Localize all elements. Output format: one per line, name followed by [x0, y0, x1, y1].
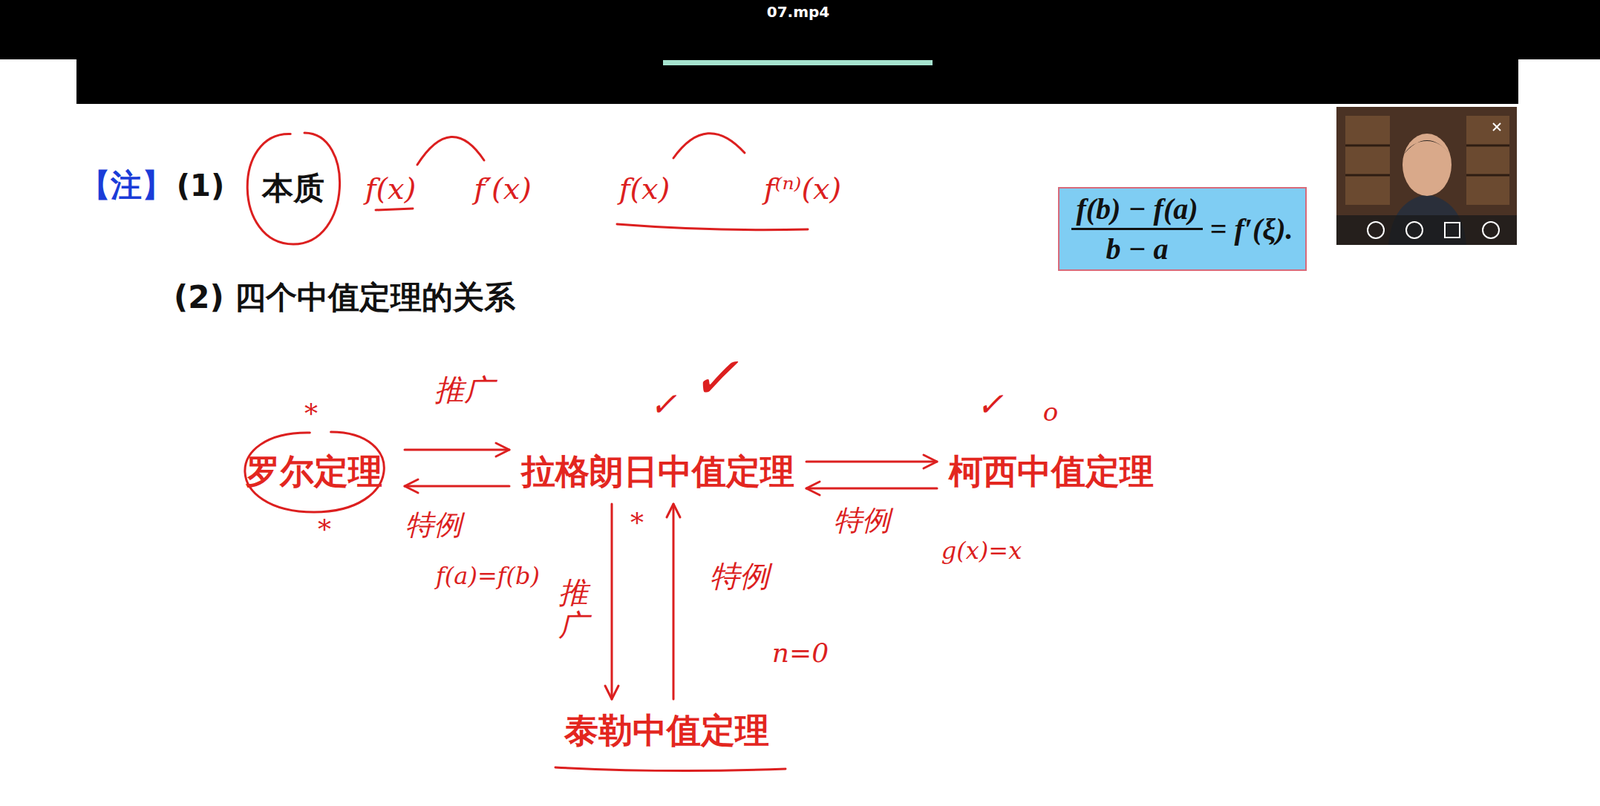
item-number: (1): [176, 168, 225, 203]
star-mark: *: [630, 507, 644, 539]
edge-label: 推广: [558, 576, 589, 642]
node-text: 柯西中值定理: [948, 449, 1154, 496]
shelf-line: [1466, 174, 1510, 177]
node-text-group: 本质: [262, 167, 325, 210]
handwritten-condition: g(x)=x: [941, 537, 1022, 566]
handwritten-formula: f(x): [619, 171, 671, 206]
node-text-group: 罗尔定理: [245, 449, 383, 496]
node-text: 拉格朗日中值定理: [521, 449, 795, 496]
hand-circle-stroke: [245, 432, 384, 513]
check-mark: ✓: [690, 345, 739, 413]
hand-underline: [375, 208, 413, 211]
arrow-head: [495, 443, 510, 457]
hand-underline: [555, 767, 786, 772]
toolbar-icon: [1406, 221, 1423, 239]
edge-label: 特例: [833, 504, 891, 538]
star-mark: *: [317, 514, 332, 545]
person-hair: [1402, 140, 1452, 156]
connector-arrow: [806, 455, 937, 469]
hand-arc: [417, 136, 485, 165]
note-marker: 【注】: [79, 167, 173, 204]
handwritten-formula: f(x): [365, 171, 417, 206]
arrow-head: [404, 479, 419, 493]
handwritten-condition: n=0: [772, 637, 829, 669]
fraction: f(b) − f(a)b − a: [1071, 191, 1203, 267]
title-bar: [0, 0, 1600, 60]
check-mark: ✓: [649, 386, 678, 424]
circled-keyword: 本质: [235, 130, 352, 247]
video-filename: 07.mp4: [766, 3, 831, 21]
theorem-circled: 罗尔定理: [227, 429, 401, 515]
node-text: 泰勒中值定理: [564, 708, 770, 755]
node-text: 罗尔定理: [245, 449, 383, 496]
connector-line: [806, 487, 937, 491]
hand-circle-stroke: [247, 132, 340, 245]
connector-line: [404, 485, 510, 488]
node-text-group: 柯西中值定理: [948, 449, 1154, 496]
shelf-line: [1466, 144, 1510, 148]
edge-label: 特例: [709, 559, 770, 594]
denominator: b − a: [1101, 230, 1173, 267]
webcam-overlay: [1336, 106, 1517, 246]
person-face: [1402, 133, 1452, 197]
toolbar-icon: [1482, 221, 1500, 239]
shelf-line: [1345, 144, 1390, 148]
arrow-head: [923, 455, 937, 469]
toolbar-icon: [1444, 222, 1460, 238]
handwritten-formula: f′(x): [473, 171, 532, 206]
bookshelf: [1345, 115, 1390, 205]
check-mark: ✓: [976, 386, 1004, 424]
star-mark: *: [304, 398, 318, 430]
node-text: 本质: [262, 167, 325, 210]
arrow-head: [605, 686, 619, 700]
node-text-group: 拉格朗日中值定理: [521, 449, 795, 496]
formula-content: f(b) − f(a)b − a= f′(ξ).: [1071, 191, 1293, 267]
arrow-head: [806, 481, 820, 496]
connector-arrow: [404, 443, 510, 457]
webcam-background: [1336, 106, 1517, 246]
numerator: f(b) − f(a): [1071, 191, 1203, 231]
edge-label: 特例: [405, 509, 462, 542]
formula-box: f(b) − f(a)b − a= f′(ξ).: [1058, 187, 1307, 271]
progress-bar: [663, 60, 933, 66]
webcam-toolbar: [1336, 215, 1517, 246]
connector-arrow: [806, 481, 937, 496]
hand-underline: [616, 224, 808, 231]
theorem-node: 泰勒中值定理: [556, 703, 777, 759]
bookshelf: [1466, 115, 1510, 205]
handwritten-formula: f⁽ⁿ⁾(x): [763, 171, 842, 206]
connector-line: [611, 504, 614, 700]
section-heading: (2) 四个中值定理的关系: [173, 279, 516, 316]
formula-rhs: = f′(ξ).: [1210, 211, 1294, 247]
slide-header-band: [76, 59, 1519, 104]
handwritten-condition: f(a)=f(b): [435, 562, 540, 591]
connector-arrow: [605, 504, 619, 700]
node-text-group: 泰勒中值定理: [564, 708, 770, 755]
theorem-node: 柯西中值定理: [941, 444, 1162, 500]
connector-arrow: [404, 479, 510, 493]
close-icon: [1493, 123, 1501, 131]
connector-arrow: [666, 504, 681, 700]
handwritten-strokes: [375, 133, 808, 772]
connector-line: [806, 461, 937, 464]
connector-line: [672, 504, 675, 700]
connector-line: [404, 449, 510, 452]
theorem-node: 拉格朗日中值定理: [513, 444, 802, 500]
arrow-head: [666, 504, 681, 518]
toolbar-icon: [1367, 221, 1384, 239]
edge-label: 推广: [434, 372, 494, 407]
shelf-line: [1345, 174, 1390, 177]
hand-arc: [673, 133, 745, 159]
circle-mark: o: [1043, 397, 1059, 427]
